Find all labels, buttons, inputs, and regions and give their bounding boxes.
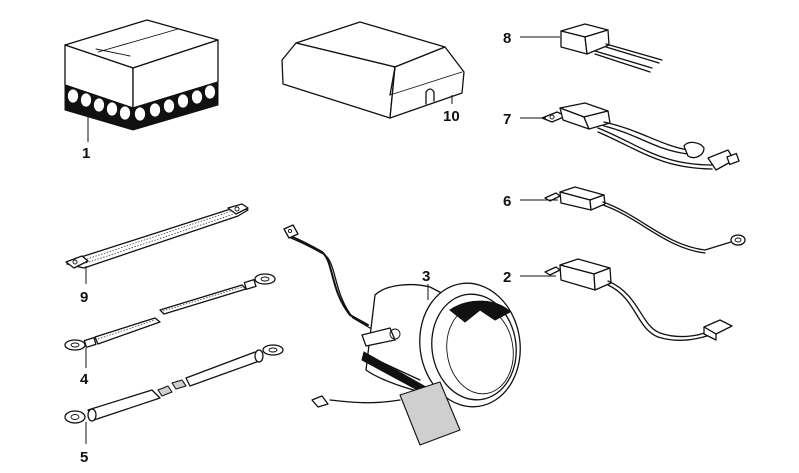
part-10-cover[interactable] xyxy=(281,21,465,119)
callout-6[interactable]: 6 xyxy=(503,193,511,210)
part-3-lower-mount xyxy=(399,381,461,446)
part-5-left-eyelet xyxy=(64,410,86,424)
part-4-right-eyelet xyxy=(254,273,276,285)
callout-1[interactable]: 1 xyxy=(82,145,90,162)
part-9-band xyxy=(66,205,249,269)
part-4-left-eyelet xyxy=(64,339,86,351)
callout-10[interactable]: 10 xyxy=(443,108,460,125)
callout-8[interactable]: 8 xyxy=(503,30,511,47)
part-9-strap[interactable] xyxy=(65,203,249,269)
part-7-module[interactable] xyxy=(541,102,740,171)
part-6-side xyxy=(589,194,606,211)
part-3-bracket xyxy=(361,327,396,347)
callout-5[interactable]: 5 xyxy=(80,449,88,466)
callout-4[interactable]: 4 xyxy=(80,371,89,388)
part-6-module[interactable] xyxy=(544,186,746,254)
part-10-right-face xyxy=(389,46,465,119)
part-5-right-eyelet xyxy=(262,344,284,356)
part-4-left-band xyxy=(94,317,161,345)
callout-3[interactable]: 3 xyxy=(422,268,430,285)
part-1-circle-band xyxy=(64,81,219,131)
part-8-module[interactable] xyxy=(560,23,663,73)
part-3-wire-terminal xyxy=(283,224,299,239)
callout-7[interactable]: 7 xyxy=(503,111,511,128)
part-5-cable[interactable] xyxy=(64,344,284,424)
part-3-ground-wire xyxy=(287,234,369,326)
part-9-right-eye xyxy=(227,203,249,215)
callout-2[interactable]: 2 xyxy=(503,269,511,286)
part-6-ring-terminal xyxy=(730,234,746,246)
part-2-module[interactable] xyxy=(544,258,733,341)
part-5-left-sleeve xyxy=(87,389,161,421)
part-1-box[interactable] xyxy=(64,19,219,131)
callout-9[interactable]: 9 xyxy=(80,289,88,306)
part-4-strap[interactable] xyxy=(64,273,276,351)
part-7-boot-connector xyxy=(683,141,705,159)
part-3-lamp-housing[interactable] xyxy=(283,224,528,446)
part-2-tab xyxy=(544,266,561,276)
part-3-pigtail-connector xyxy=(311,395,329,408)
part-5-right-sleeve xyxy=(185,351,263,387)
